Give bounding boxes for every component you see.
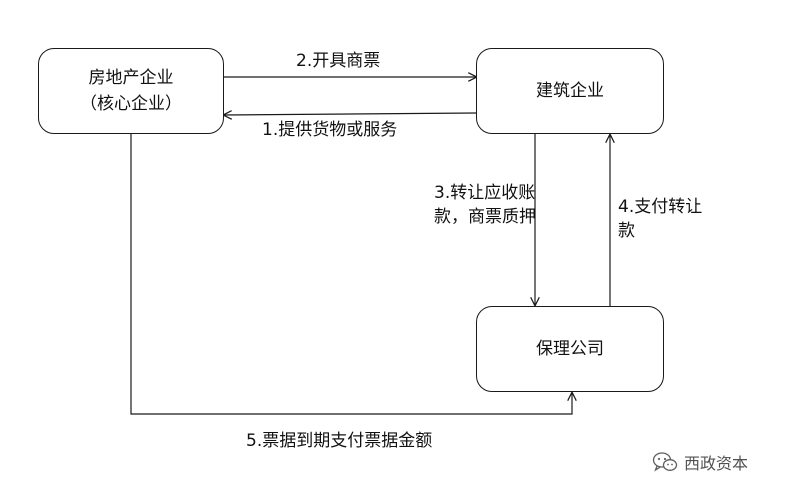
edge-label-e1: 1.提供货物或服务 — [262, 120, 398, 140]
watermark: 西政资本 — [652, 450, 748, 474]
edge-label-e2: 2.开具商票 — [296, 51, 381, 71]
node-factoring-label: 保理公司 — [536, 339, 604, 359]
node-developer-line2: （核心企业） — [80, 94, 182, 114]
node-construction-company: 建筑企业 — [476, 48, 664, 134]
watermark-text: 西政资本 — [684, 454, 749, 473]
edge-label-e5: 5.票据到期支付票据金额 — [246, 431, 433, 451]
wechat-icon — [652, 452, 678, 472]
edge-label-e4: 4.支付转让款 — [618, 197, 703, 241]
edge-arrow-e1 — [224, 113, 477, 115]
node-real-estate-developer: 房地产企业 （核心企业） — [38, 48, 224, 134]
node-factoring-company: 保理公司 — [476, 306, 664, 392]
node-construction-label: 建筑企业 — [536, 81, 604, 101]
node-developer-line1: 房地产企业 — [88, 68, 174, 88]
edge-label-e3: 3.转让应收账款，商票质押 — [434, 183, 536, 227]
edge-arrow-e5 — [130, 134, 572, 415]
